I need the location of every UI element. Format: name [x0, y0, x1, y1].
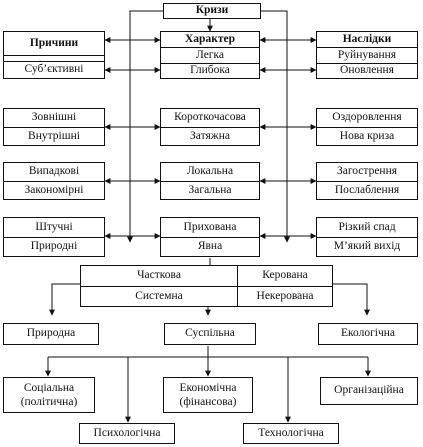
character-light: Легка — [161, 47, 259, 62]
consequence-sharp-drop: Різкий спад — [338, 220, 396, 233]
consequence-weakening: Послаблення — [317, 181, 417, 199]
cause-internal: Внутрішні — [4, 127, 104, 145]
character-local: Локальна — [186, 165, 234, 178]
cause-random: Випадкові — [28, 165, 80, 178]
control-box: Керована Некерована — [237, 265, 333, 307]
cause-natural: Природні — [4, 237, 104, 256]
economic-line2: (фінансова) — [179, 396, 237, 408]
root-box: Кризи — [163, 3, 261, 19]
cause-external: Зовнішні — [31, 111, 77, 124]
organizational-box: Організаційна — [320, 377, 418, 405]
causes-box-4: Штучні Природні — [3, 217, 105, 257]
consequence-renewal: Оновлення — [317, 62, 417, 78]
character-deep: Глибока — [161, 62, 259, 78]
character-box-4: Прихована Явна — [160, 217, 260, 257]
cause-regular: Закономірні — [4, 181, 104, 199]
character-general: Загальна — [161, 181, 259, 199]
technological-box: Технологічна — [243, 423, 339, 444]
root-to-left-line — [127, 10, 163, 243]
economic-financial-box: Економічна (фінансова) — [163, 377, 253, 413]
character-box-3: Локальна Загальна — [160, 162, 260, 200]
consequences-box-2: Оздоровлення Нова криза — [316, 108, 418, 146]
consequences-box-3: Загострення Послаблення — [316, 162, 418, 200]
economic-line1: Економічна — [179, 381, 237, 394]
character-prolonged: Затяжна — [161, 127, 259, 145]
scope-partial: Часткова — [137, 269, 181, 282]
consequences-box-4: Різкий спад М’який вихід — [316, 217, 418, 257]
character-short: Короткочасова — [174, 111, 246, 124]
scope-box: Часткова Системна — [80, 265, 238, 307]
social-political-line2: (політична) — [20, 396, 78, 408]
scope-systemic: Системна — [81, 286, 237, 306]
psychological-box: Психологічна — [79, 423, 175, 444]
consequence-recovery: Оздоровлення — [332, 111, 402, 124]
cause-subjective: Суб’єктивні — [24, 63, 84, 76]
character-header: Характер — [185, 32, 235, 45]
consequence-new-crisis: Нова криза — [317, 127, 417, 145]
sphere-natural: Природна — [3, 323, 99, 345]
sphere-social: Суспільна — [164, 323, 256, 345]
character-open: Явна — [161, 237, 259, 256]
consequence-aggravation: Загострення — [336, 165, 398, 178]
consequence-destruction: Руйнування — [317, 47, 417, 62]
consequences-box-1: Наслідки Руйнування Оновлення — [316, 31, 418, 79]
right-frame-line — [332, 283, 370, 316]
consequences-header: Наслідки — [342, 32, 392, 45]
social-political-line1: Соціальна — [23, 381, 75, 394]
sphere-ecological: Екологічна — [318, 323, 418, 345]
character-hidden: Прихована — [183, 220, 237, 233]
character-box-2: Короткочасова Затяжна — [160, 108, 260, 146]
control-managed: Керована — [262, 269, 308, 282]
cause-artificial: Штучні — [35, 220, 73, 233]
causes-box-3: Випадкові Закономірні — [3, 162, 105, 200]
social-political-box: Соціальна (політична) — [3, 377, 95, 413]
left-frame-line — [49, 283, 80, 316]
root-to-right-line — [261, 10, 290, 243]
causes-box-1b: Суб’єктивні — [3, 61, 105, 79]
causes-header: Причини — [29, 36, 79, 49]
causes-box-2: Зовнішні Внутрішні — [3, 108, 105, 146]
control-unmanaged: Некерована — [238, 286, 332, 306]
character-box-1: Характер Легка Глибока — [160, 31, 260, 79]
consequence-soft-exit: М’який вихід — [317, 237, 417, 256]
